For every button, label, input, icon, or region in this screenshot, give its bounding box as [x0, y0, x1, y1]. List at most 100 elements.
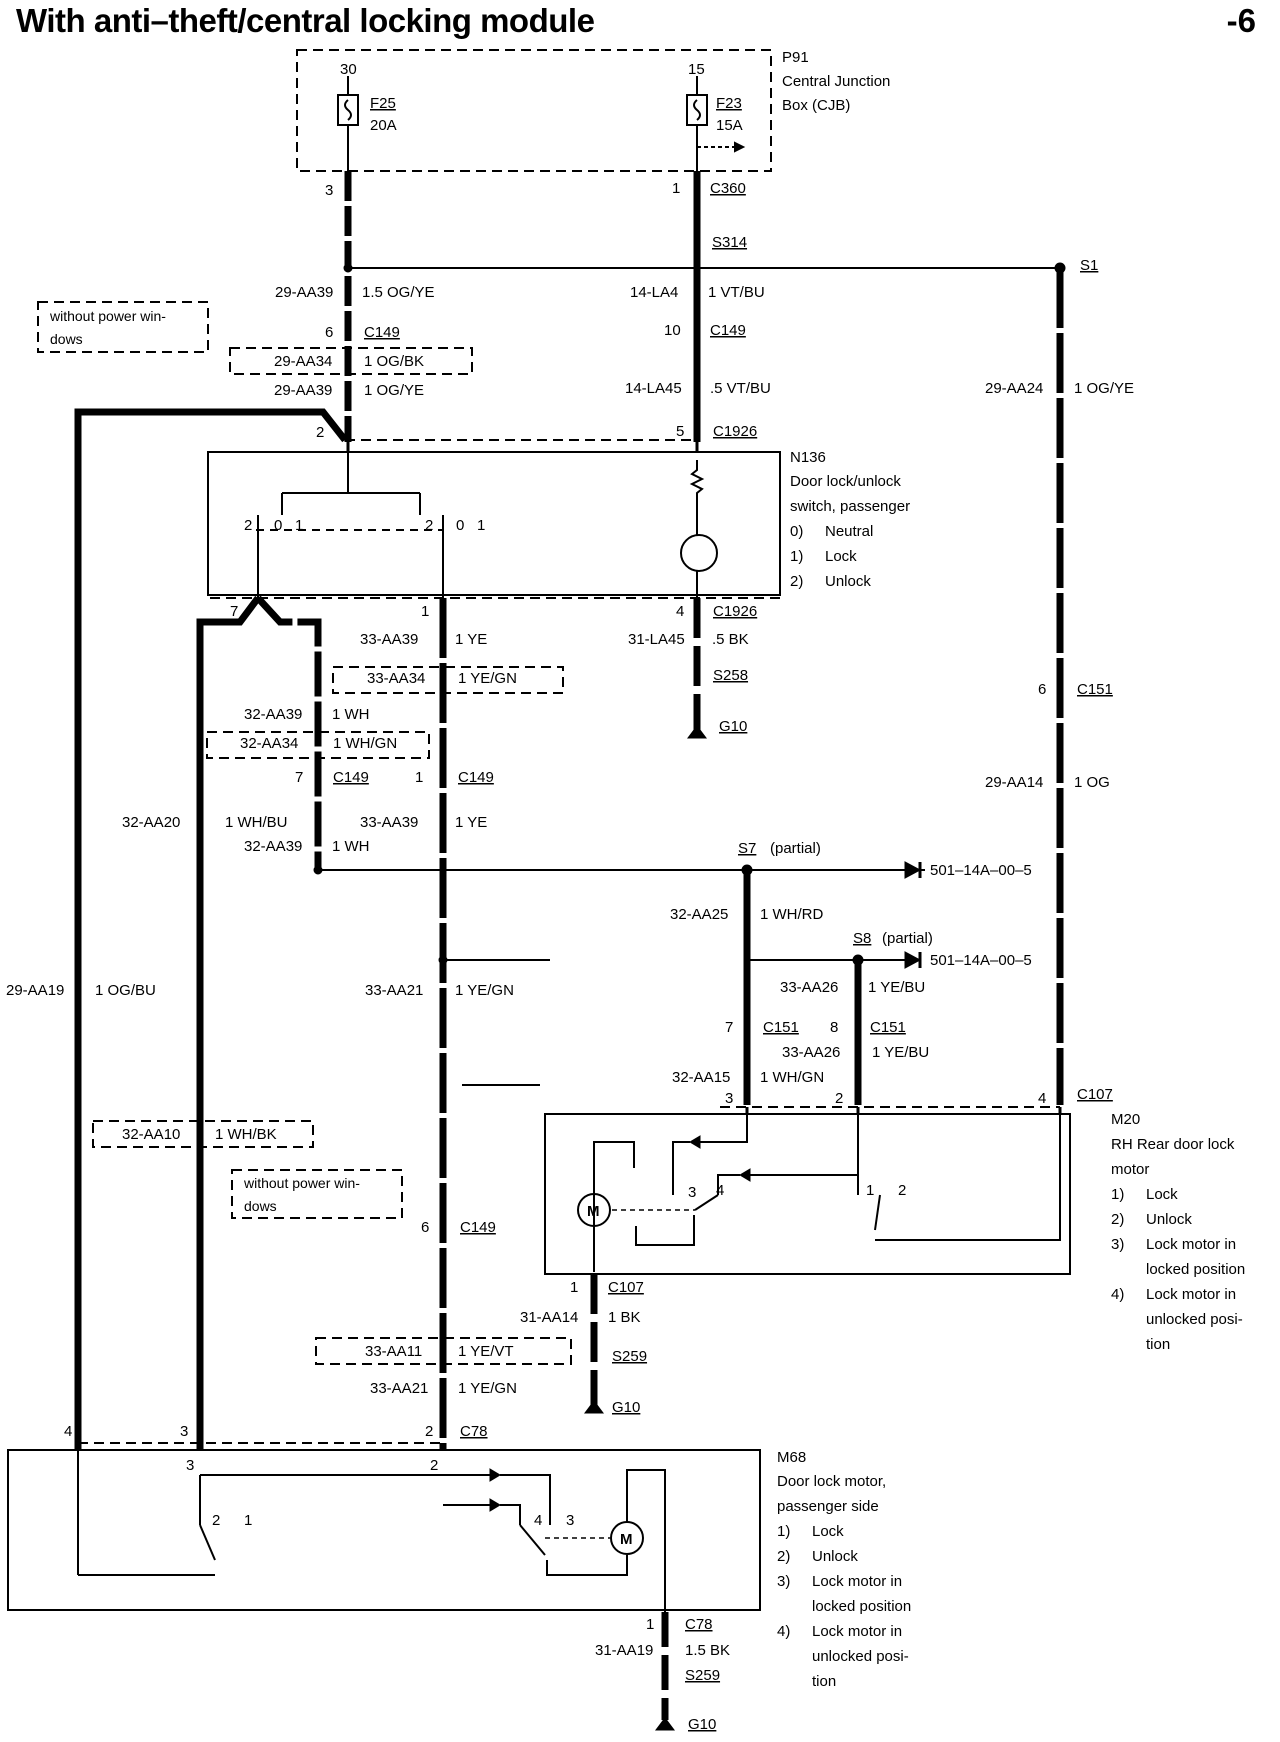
n136-legend-num: 2) — [790, 573, 803, 590]
m20-name-line2: motor — [1111, 1161, 1149, 1178]
motor-pin: 2 — [430, 1457, 438, 1474]
cjb-pin-15: 15 — [688, 61, 705, 78]
cjb-name-line2: Box (CJB) — [782, 97, 850, 114]
pin-label: 4 — [1038, 1090, 1046, 1107]
pin-label: 7 — [295, 769, 303, 786]
wire-id: 32-AA34 — [240, 735, 298, 752]
n136-name-line1: Door lock/unlock — [790, 473, 901, 490]
switch-pos: 1 — [477, 517, 485, 534]
m20-legend-num: 1) — [1111, 1186, 1124, 1203]
motor-m20-icon: M — [587, 1203, 600, 1220]
pin-label: 6 — [421, 1219, 429, 1236]
pin-label: 6 — [325, 324, 333, 341]
wire-color: 1 YE/GN — [458, 670, 517, 687]
wire-color: .5 VT/BU — [710, 380, 771, 397]
wire-color: 1 BK — [608, 1309, 641, 1326]
connector-c78: C78 — [460, 1423, 488, 1440]
wire-id: 29-AA39 — [275, 284, 333, 301]
m68-legend-text: Lock — [812, 1523, 844, 1540]
m68-legend-text: locked position — [812, 1598, 911, 1615]
splice-s314: S314 — [712, 234, 747, 251]
pin-label: 3 — [180, 1423, 188, 1440]
fuse-f23-label: F23 — [716, 95, 742, 112]
connector-c107: C107 — [608, 1279, 644, 1296]
wire-id: 32-AA10 — [122, 1126, 180, 1143]
pin-label: 10 — [664, 322, 681, 339]
wire-color: 1 YE/BU — [872, 1044, 929, 1061]
wire-id: 31-LA45 — [628, 631, 685, 648]
note-without-power-windows: dows — [50, 331, 83, 347]
wire-color: 1 YE/GN — [455, 982, 514, 999]
splice-s7: S7 — [738, 840, 756, 857]
wire-color: 1 VT/BU — [708, 284, 765, 301]
ground-g10: G10 — [688, 1716, 716, 1733]
m20-legend-text: Lock motor in — [1146, 1236, 1236, 1253]
pin-label: 4 — [64, 1423, 72, 1440]
switch-pos: 1 — [295, 517, 303, 534]
pin-label: 2 — [425, 1423, 433, 1440]
wire-color: 1 YE — [455, 631, 487, 648]
connector-c151: C151 — [763, 1019, 799, 1036]
wire-id: 29-AA34 — [274, 353, 332, 370]
wire-id: 32-AA25 — [670, 906, 728, 923]
pin-label: 5 — [676, 423, 684, 440]
fuse-f25-rating: 20A — [370, 117, 397, 134]
connector-c149: C149 — [460, 1219, 496, 1236]
connector-c149: C149 — [458, 769, 494, 786]
motor-m68-icon: M — [620, 1531, 633, 1548]
wire-color: 1 OG — [1074, 774, 1110, 791]
wire-id: 29-AA39 — [274, 382, 332, 399]
pin-label: 7 — [725, 1019, 733, 1036]
wire-color: 1.5 BK — [685, 1642, 730, 1659]
wire-color: 1 WH — [332, 706, 370, 723]
motor-pin: 4 — [716, 1182, 724, 1199]
cjb-name-line1: Central Junction — [782, 73, 890, 90]
connector-c78: C78 — [685, 1616, 713, 1633]
switch-pos: 2 — [425, 517, 433, 534]
fuse-f25-icon — [337, 76, 359, 171]
n136-legend-text: Neutral — [825, 523, 873, 540]
wire-id: 32-AA39 — [244, 838, 302, 855]
wire-id: 32-AA15 — [672, 1069, 730, 1086]
m68-ref: M68 — [777, 1449, 806, 1466]
connector-c1926: C1926 — [713, 603, 757, 620]
m68-legend-text: tion — [812, 1673, 836, 1690]
pin-label: 1 — [415, 769, 423, 786]
m68-legend-text: Lock motor in — [812, 1573, 902, 1590]
page-number: -6 — [1226, 2, 1256, 39]
n136-name-line2: switch, passenger — [790, 498, 910, 515]
m20-legend-num: 2) — [1111, 1211, 1124, 1228]
m20-legend-num: 4) — [1111, 1286, 1124, 1303]
page-reference: 501–14A–00–5 — [930, 952, 1032, 969]
wire-id: 14-LA4 — [630, 284, 678, 301]
m20-legend-text: Lock motor in — [1146, 1286, 1236, 1303]
motor-pin: 2 — [212, 1512, 220, 1529]
wire-color: 1 WH/BU — [225, 814, 288, 831]
note-without-power-windows: without power win- — [49, 308, 166, 324]
m68-legend-num: 3) — [777, 1573, 790, 1590]
note-without-power-windows: dows — [244, 1198, 277, 1214]
wire-color: 1 YE/BU — [868, 979, 925, 996]
connector-c149: C149 — [710, 322, 746, 339]
n136-legend-num: 0) — [790, 523, 803, 540]
splice-s259: S259 — [685, 1667, 720, 1684]
n136-legend-text: Unlock — [825, 573, 871, 590]
wire-id: 14-LA45 — [625, 380, 682, 397]
pin-label: 3 — [325, 182, 333, 199]
wire-id: 33-AA11 — [365, 1343, 422, 1360]
wire-id: 29-AA14 — [985, 774, 1043, 791]
wire-color: 1.5 OG/YE — [362, 284, 435, 301]
m20-legend-text: unlocked posi- — [1146, 1311, 1243, 1328]
wire-color: 1 WH/GN — [760, 1069, 824, 1086]
wire-id: 33-AA26 — [782, 1044, 840, 1061]
page-title: With anti–theft/central locking module — [16, 2, 595, 39]
pin-label: 4 — [676, 603, 684, 620]
wire-color: 1 WH/BK — [215, 1126, 277, 1143]
switch-pos: 0 — [456, 517, 464, 534]
connector-c151: C151 — [870, 1019, 906, 1036]
wire-id: 31-AA14 — [520, 1309, 578, 1326]
wire-id: 33-AA26 — [780, 979, 838, 996]
m20-legend-num: 3) — [1111, 1236, 1124, 1253]
page-reference: 501–14A–00–5 — [930, 862, 1032, 879]
wire-id: 32-AA20 — [122, 814, 180, 831]
